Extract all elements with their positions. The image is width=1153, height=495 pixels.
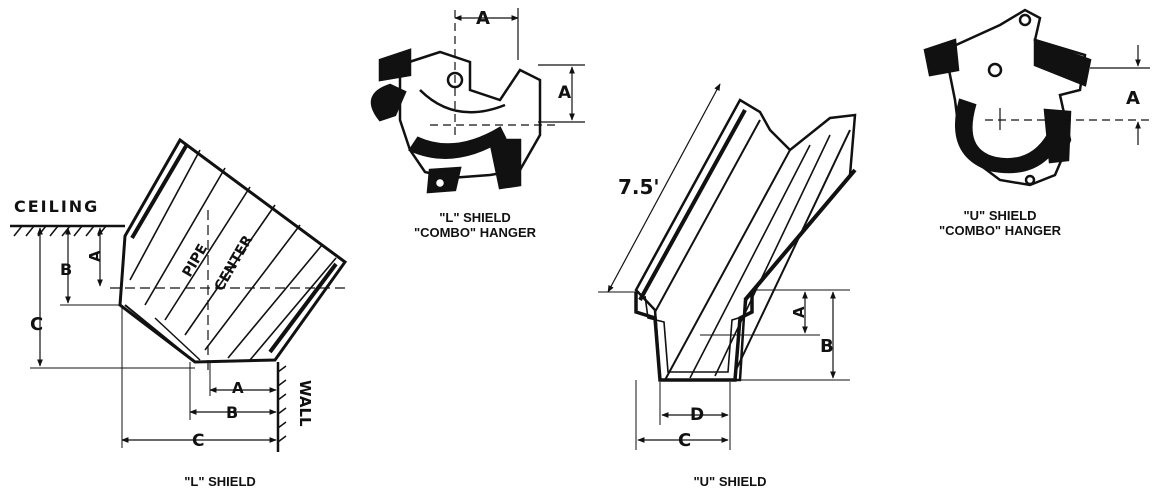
ceiling-hatch xyxy=(13,225,107,237)
l-dim-b-horiz: B xyxy=(226,403,238,422)
l-dim-c-vert: C xyxy=(30,314,43,335)
wall-label: WALL xyxy=(296,380,314,427)
u-combo-figure xyxy=(923,8,1150,187)
ceiling-label: CEILING xyxy=(14,197,99,216)
u-combo-caption: "U" SHIELD "COMBO" HANGER xyxy=(925,208,1075,238)
u-combo-caption-line1: "U" SHIELD xyxy=(963,208,1037,223)
center-label: CENTER xyxy=(212,233,257,294)
l-dim-a-horiz: A xyxy=(232,379,244,397)
u-combo-caption-line2: "COMBO" HANGER xyxy=(938,223,1062,238)
u-dim-d: D xyxy=(690,405,704,425)
l-combo-clamp xyxy=(370,83,407,122)
u-shield-figure xyxy=(598,83,857,450)
u-dim-a: A xyxy=(790,306,808,318)
l-dim-b-vert: B xyxy=(60,260,72,279)
wall-hatch xyxy=(277,365,287,443)
u-dim-b: B xyxy=(820,336,834,357)
u-shield-caption: "U" SHIELD xyxy=(693,474,767,489)
u-dim-c: C xyxy=(678,430,691,451)
pipe-label: PIPE xyxy=(180,241,212,280)
l-combo-figure xyxy=(370,10,560,194)
l-combo-caption-line2: "COMBO" HANGER xyxy=(413,225,537,240)
l-combo-dim-a-top: A xyxy=(476,8,490,29)
l-shield-stripes xyxy=(129,149,337,361)
l-combo-caption: "L" SHIELD "COMBO" HANGER xyxy=(400,210,550,240)
u-profile xyxy=(634,292,754,382)
u-combo-dim-a: A xyxy=(1126,88,1140,109)
l-combo-caption-line1: "L" SHIELD xyxy=(439,210,511,225)
l-dim-a-vert: A xyxy=(86,250,104,262)
l-combo-dim-a-side: A xyxy=(558,83,572,103)
l-dim-c-horiz: C xyxy=(192,431,204,451)
l-shield-caption: "L" SHIELD xyxy=(184,474,256,489)
u-length-label: 7.5' xyxy=(618,175,660,199)
l-shield-figure xyxy=(10,137,350,452)
